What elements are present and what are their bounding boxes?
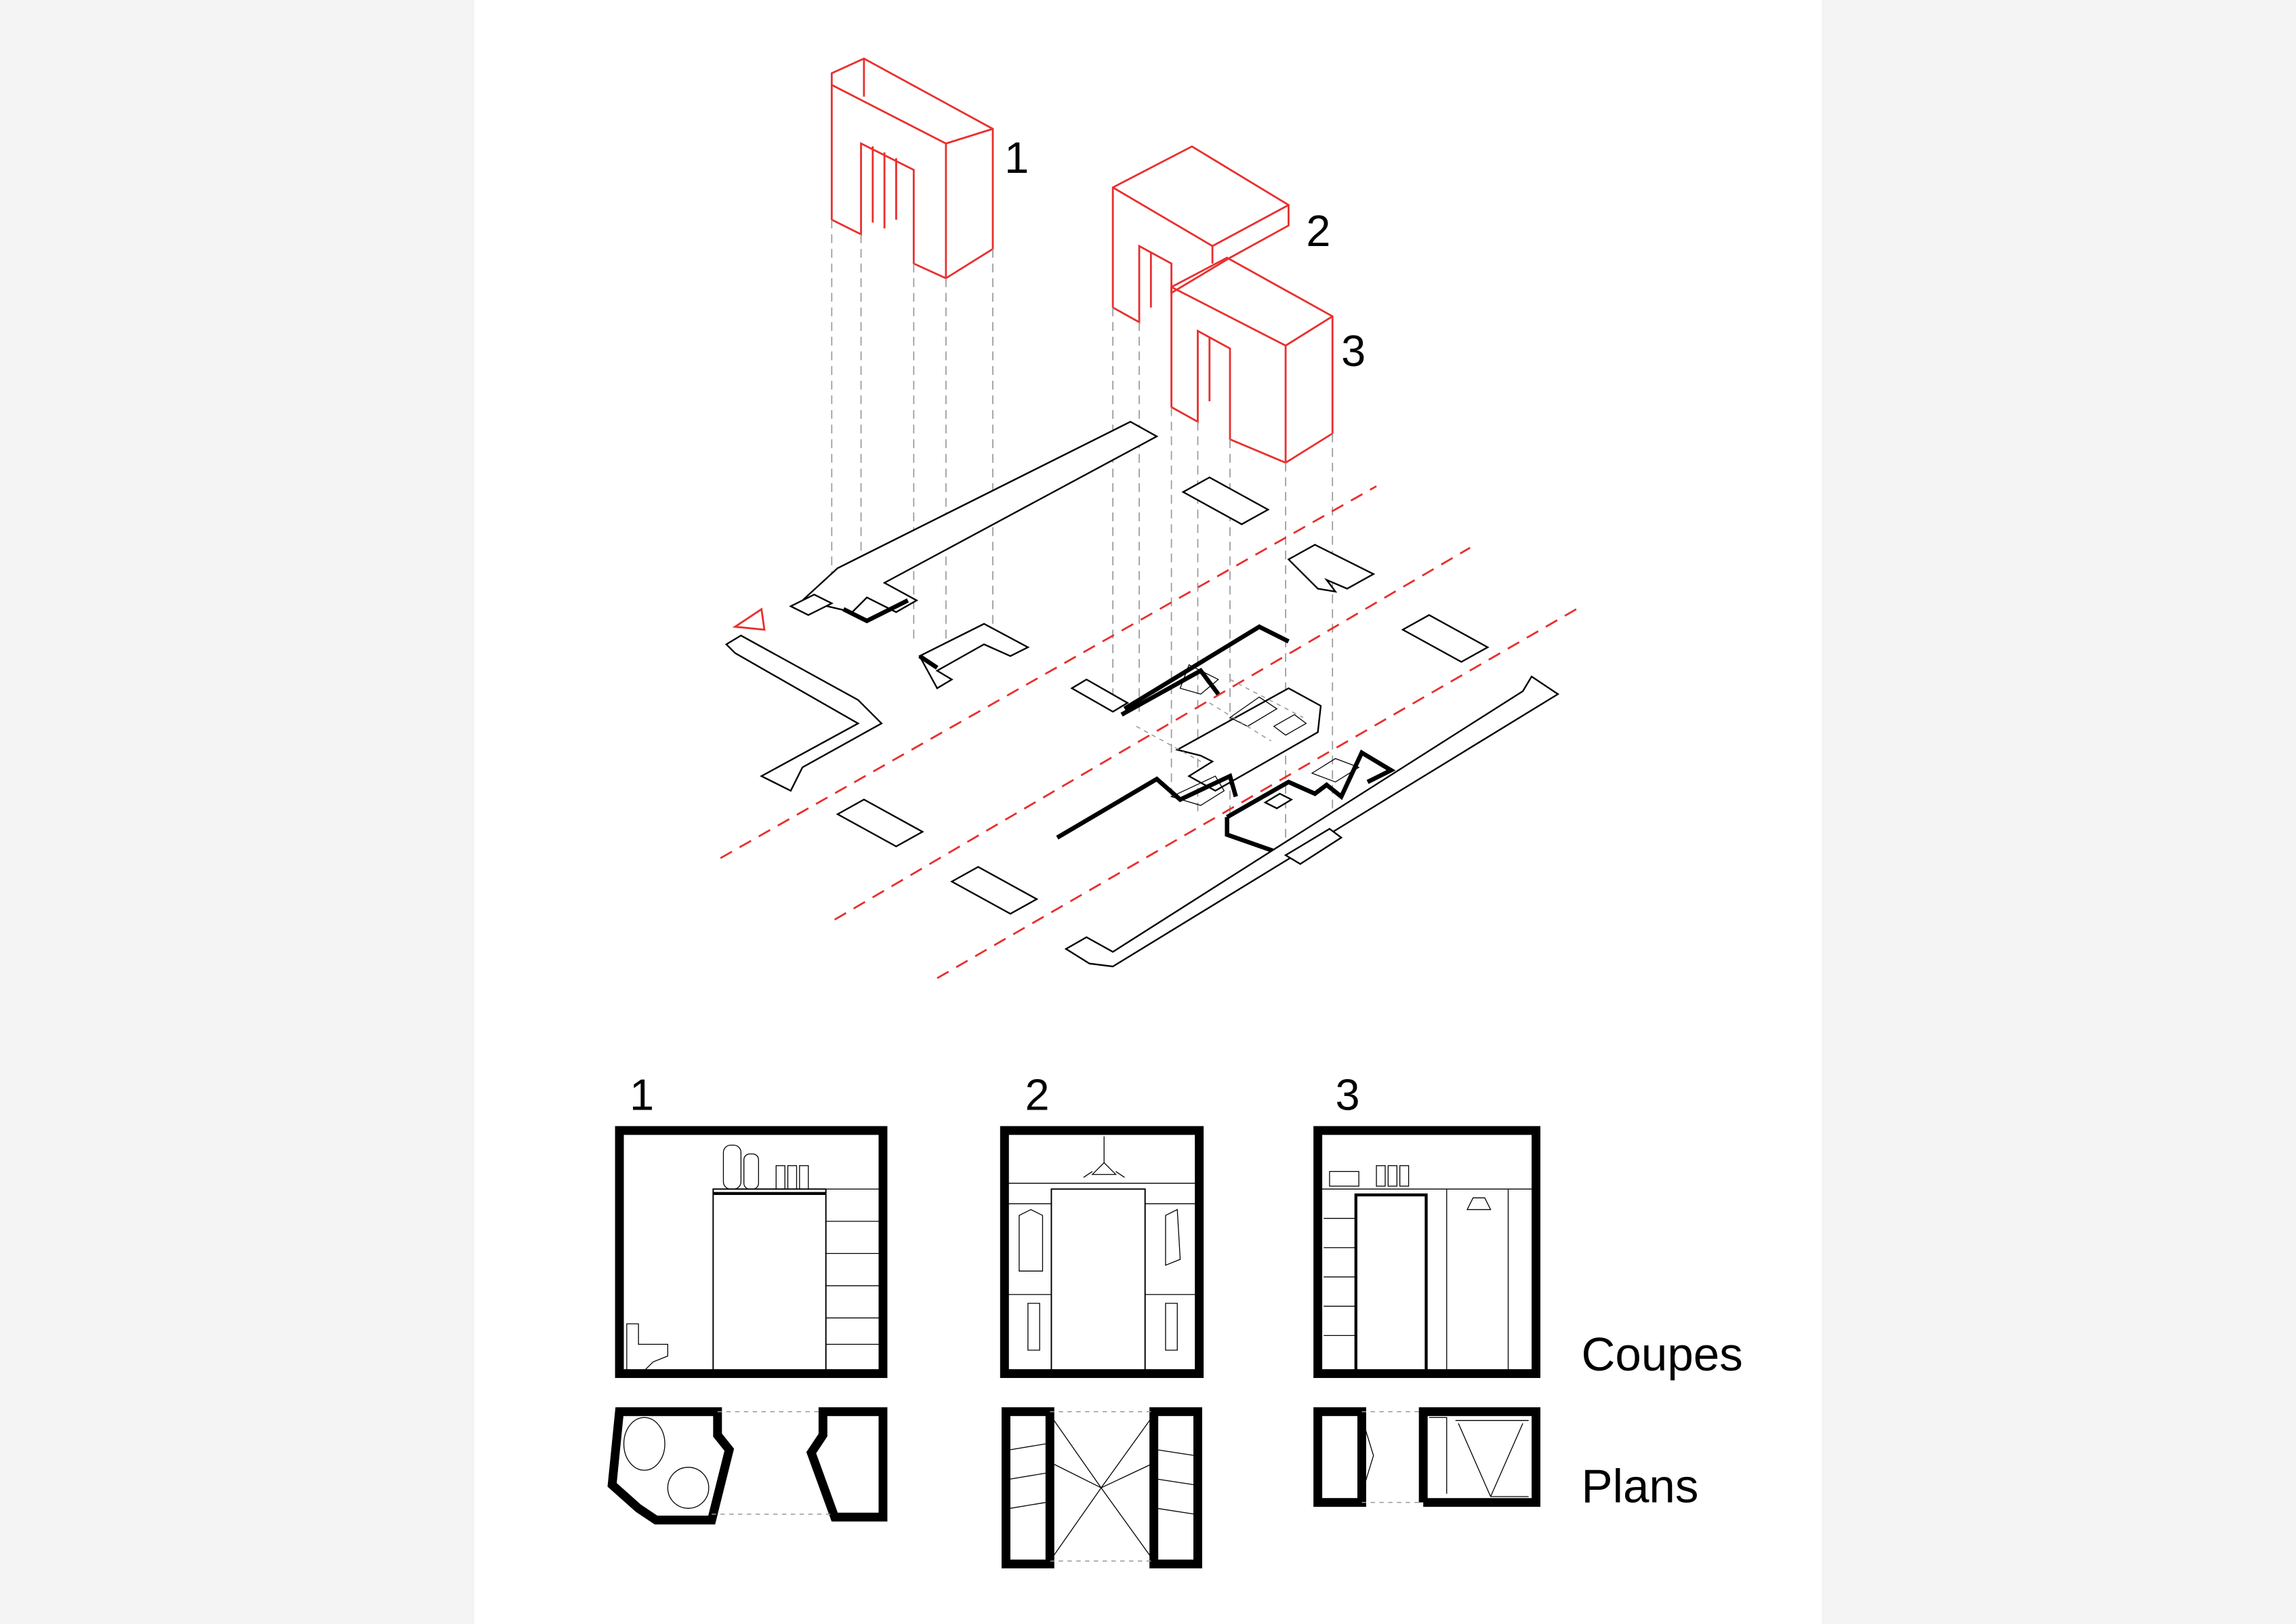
section-1: [615, 1126, 888, 1379]
toilet-icon: [626, 1323, 669, 1371]
water-heater-icon: [722, 1144, 759, 1190]
module-volume-2: [1111, 145, 1290, 324]
coat-icon: [1019, 1209, 1044, 1272]
section-2: [1000, 1126, 1204, 1379]
floor-plan-walls: [724, 420, 1560, 968]
page-band-left: [0, 0, 474, 1624]
module-volume-1: [830, 57, 994, 280]
trousers-icon: [1027, 1303, 1040, 1351]
section-3-label: 3: [1336, 1070, 1360, 1120]
section-2-label: 2: [1025, 1070, 1050, 1120]
plan-2: [1001, 1407, 1202, 1568]
section-1-label: 1: [630, 1070, 654, 1120]
section-3: [1313, 1126, 1541, 1379]
coat-icon: [1165, 1209, 1181, 1266]
plans-label: Plans: [1582, 1460, 1699, 1513]
section-cut-lines: [720, 485, 1582, 979]
sections-label: Coupes: [1582, 1328, 1743, 1381]
north-arrow-icon: [732, 607, 766, 631]
module-1-label: 1: [1004, 133, 1029, 182]
module-3-label: 3: [1341, 326, 1366, 375]
light-fixture-icon: [1083, 1136, 1125, 1178]
plan-1: [607, 1407, 888, 1525]
shower-head-icon: [1466, 1197, 1492, 1211]
module-2-label: 2: [1306, 206, 1330, 256]
page-band-right: [1822, 0, 2296, 1624]
plan-3: [1313, 1407, 1541, 1507]
trousers-icon: [1165, 1303, 1178, 1351]
module-volume-3: [1170, 256, 1334, 464]
